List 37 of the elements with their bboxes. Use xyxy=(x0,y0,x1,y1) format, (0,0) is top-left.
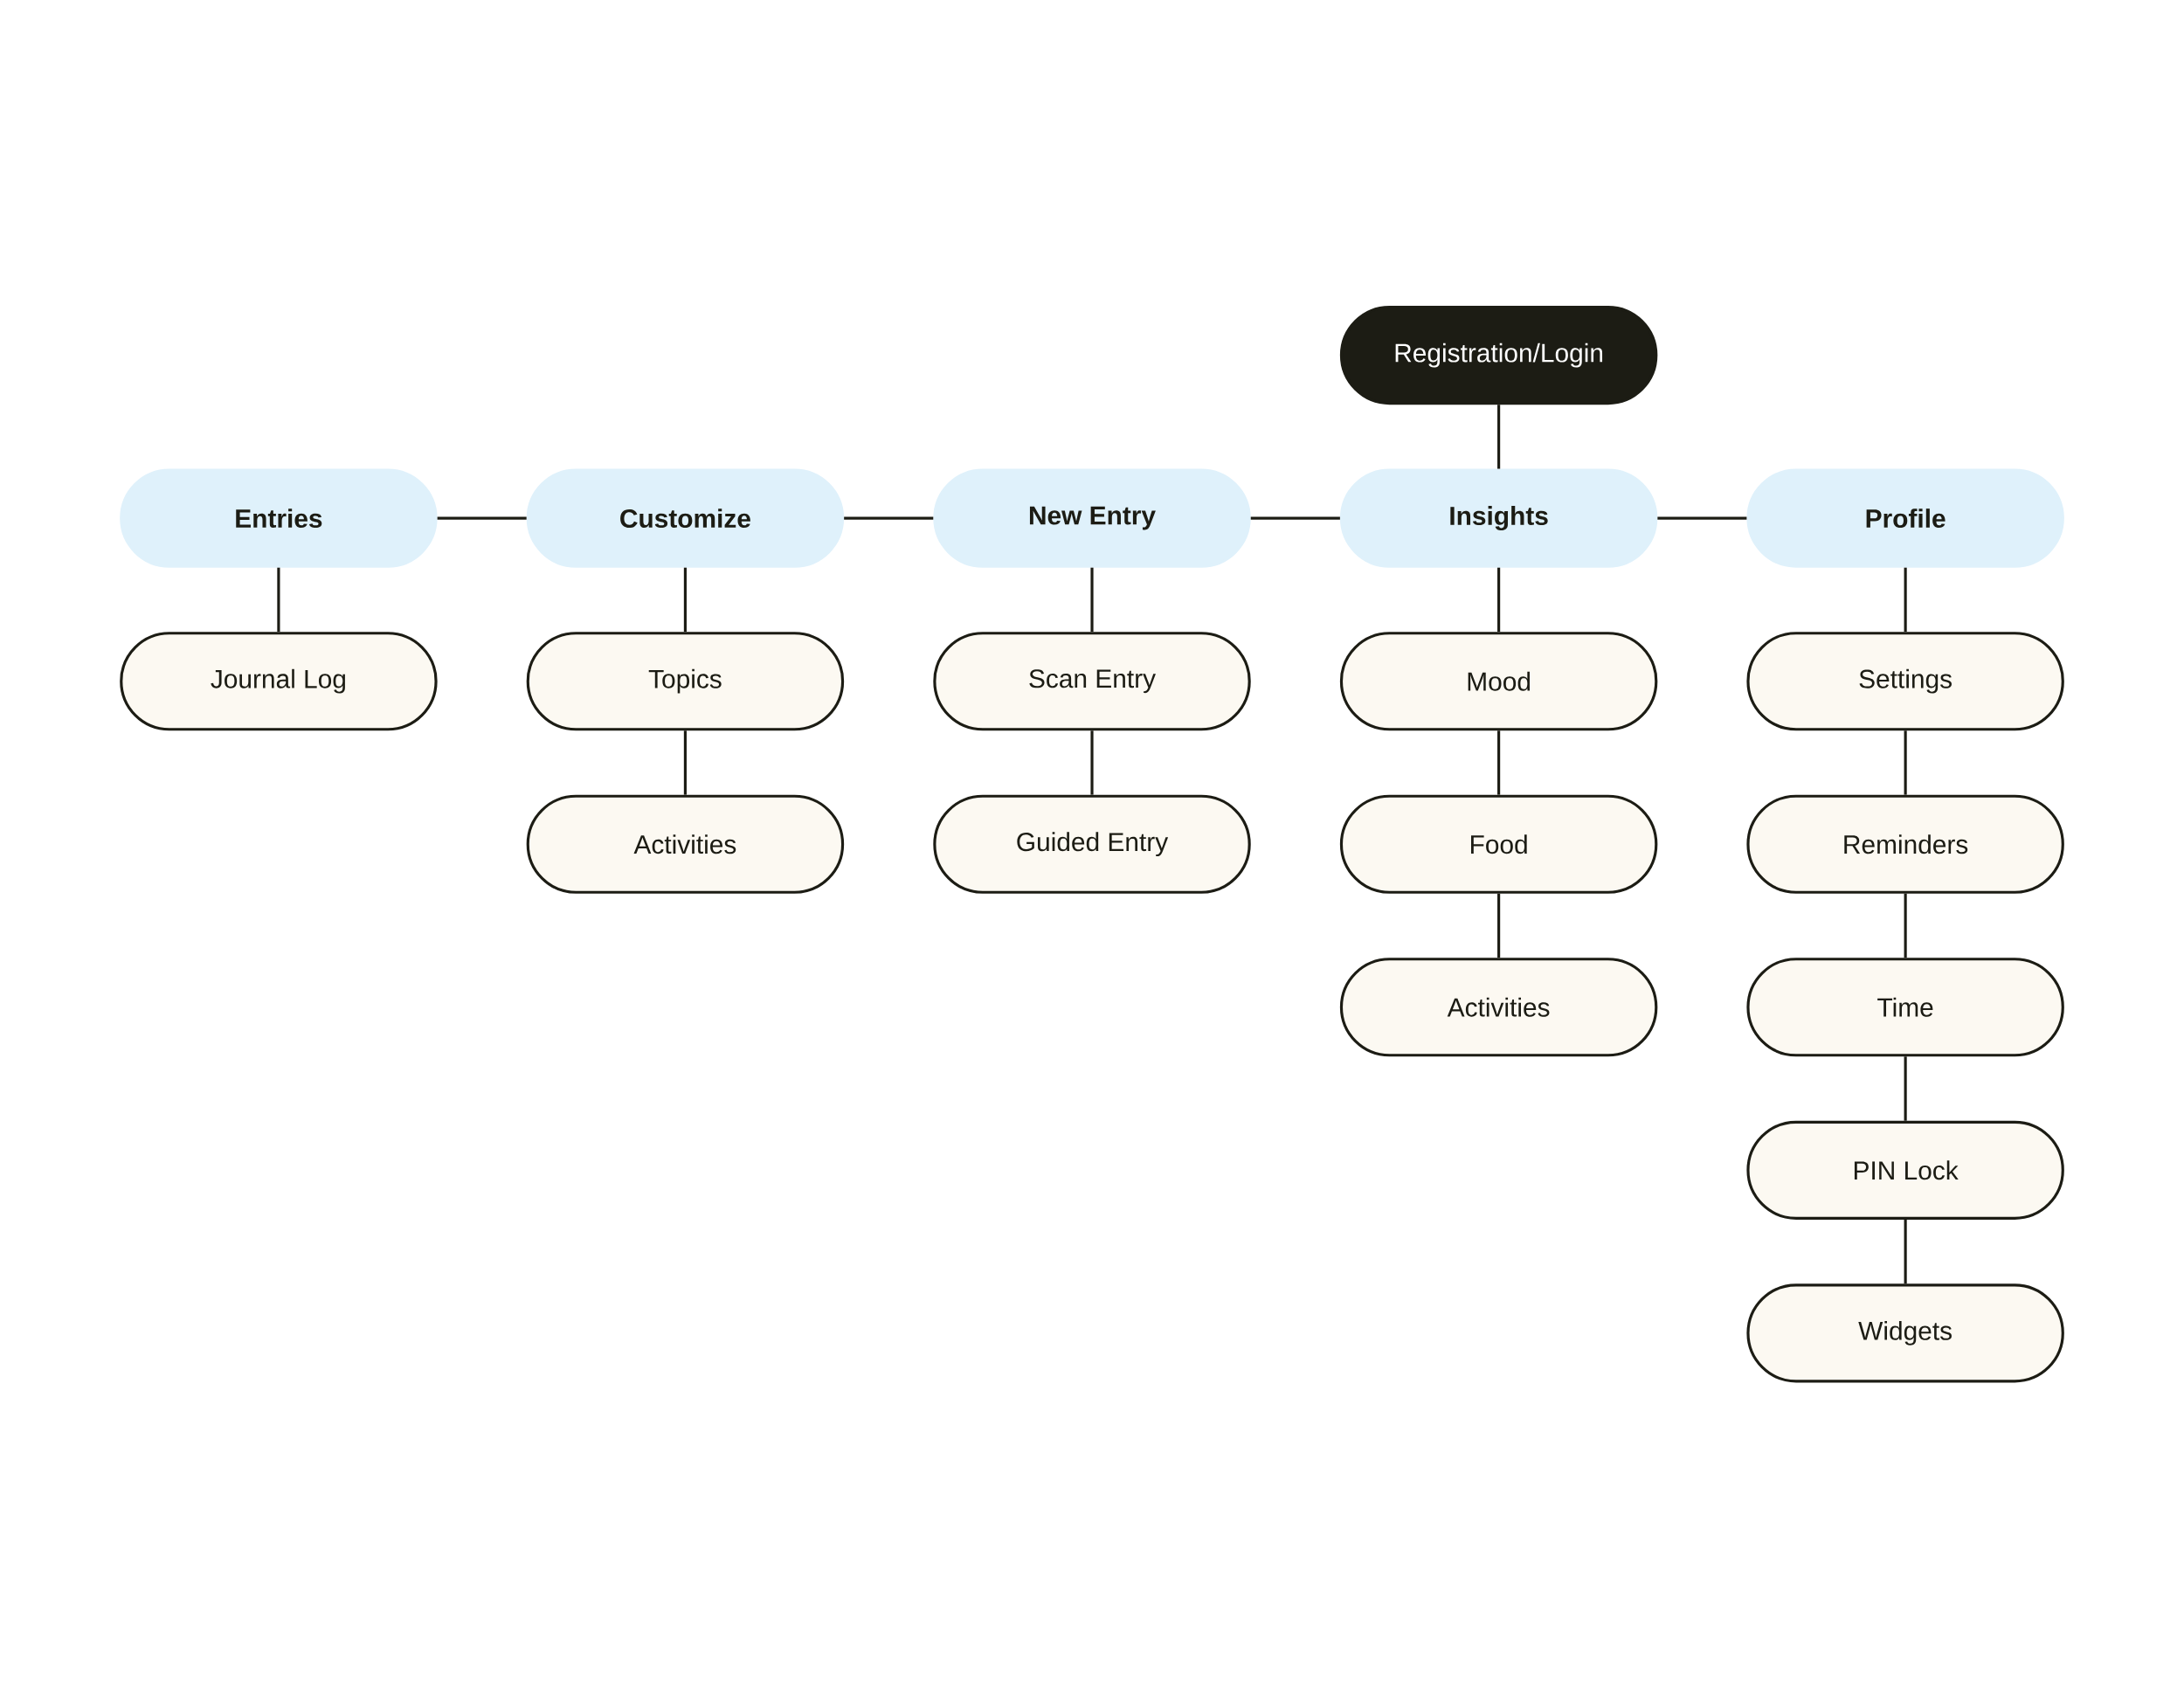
connector-line xyxy=(1904,730,1907,795)
connector-line xyxy=(1497,567,1501,632)
connector-line xyxy=(1497,893,1501,958)
section-pill: Insights xyxy=(1339,468,1658,568)
connector-line xyxy=(1904,1219,1907,1284)
screen-pill: Reminders xyxy=(1746,794,2064,894)
connector-line xyxy=(1250,516,1340,520)
screen-pill: Journal Log xyxy=(120,631,438,731)
screen-pill: Time xyxy=(1746,957,2064,1057)
section-pill: Customize xyxy=(526,468,845,568)
screen-pill: Activities xyxy=(1339,957,1658,1057)
screen-pill: Widgets xyxy=(1746,1283,2064,1383)
screen-pill: Mood xyxy=(1339,631,1658,731)
connector-line xyxy=(1904,893,1907,958)
connector-line xyxy=(1497,730,1501,795)
section-pill: Profile xyxy=(1746,468,2064,568)
screen-pill: Activities xyxy=(526,794,845,894)
screen-pill: Topics xyxy=(526,631,845,731)
connector-line xyxy=(844,516,934,520)
screen-pill: Guided Entry xyxy=(933,794,1251,894)
connector-line xyxy=(1904,567,1907,632)
navigation-pill: Registration/Login xyxy=(1339,305,1658,405)
connector-line xyxy=(1497,405,1501,469)
connector-line xyxy=(1090,730,1094,795)
connector-line xyxy=(1657,516,1747,520)
screen-pill: PIN Lock xyxy=(1746,1120,2064,1220)
connector-line xyxy=(437,516,527,520)
connector-line xyxy=(683,567,687,632)
section-pill: New Entry xyxy=(933,468,1251,568)
connector-line xyxy=(1090,567,1094,632)
connector-line xyxy=(683,730,687,795)
screen-pill: Food xyxy=(1339,794,1658,894)
connector-line xyxy=(277,567,280,632)
screen-pill: Scan Entry xyxy=(933,631,1251,731)
section-pill: Entries xyxy=(120,468,438,568)
connector-line xyxy=(1904,1056,1907,1121)
screen-pill: Settings xyxy=(1746,631,2064,731)
